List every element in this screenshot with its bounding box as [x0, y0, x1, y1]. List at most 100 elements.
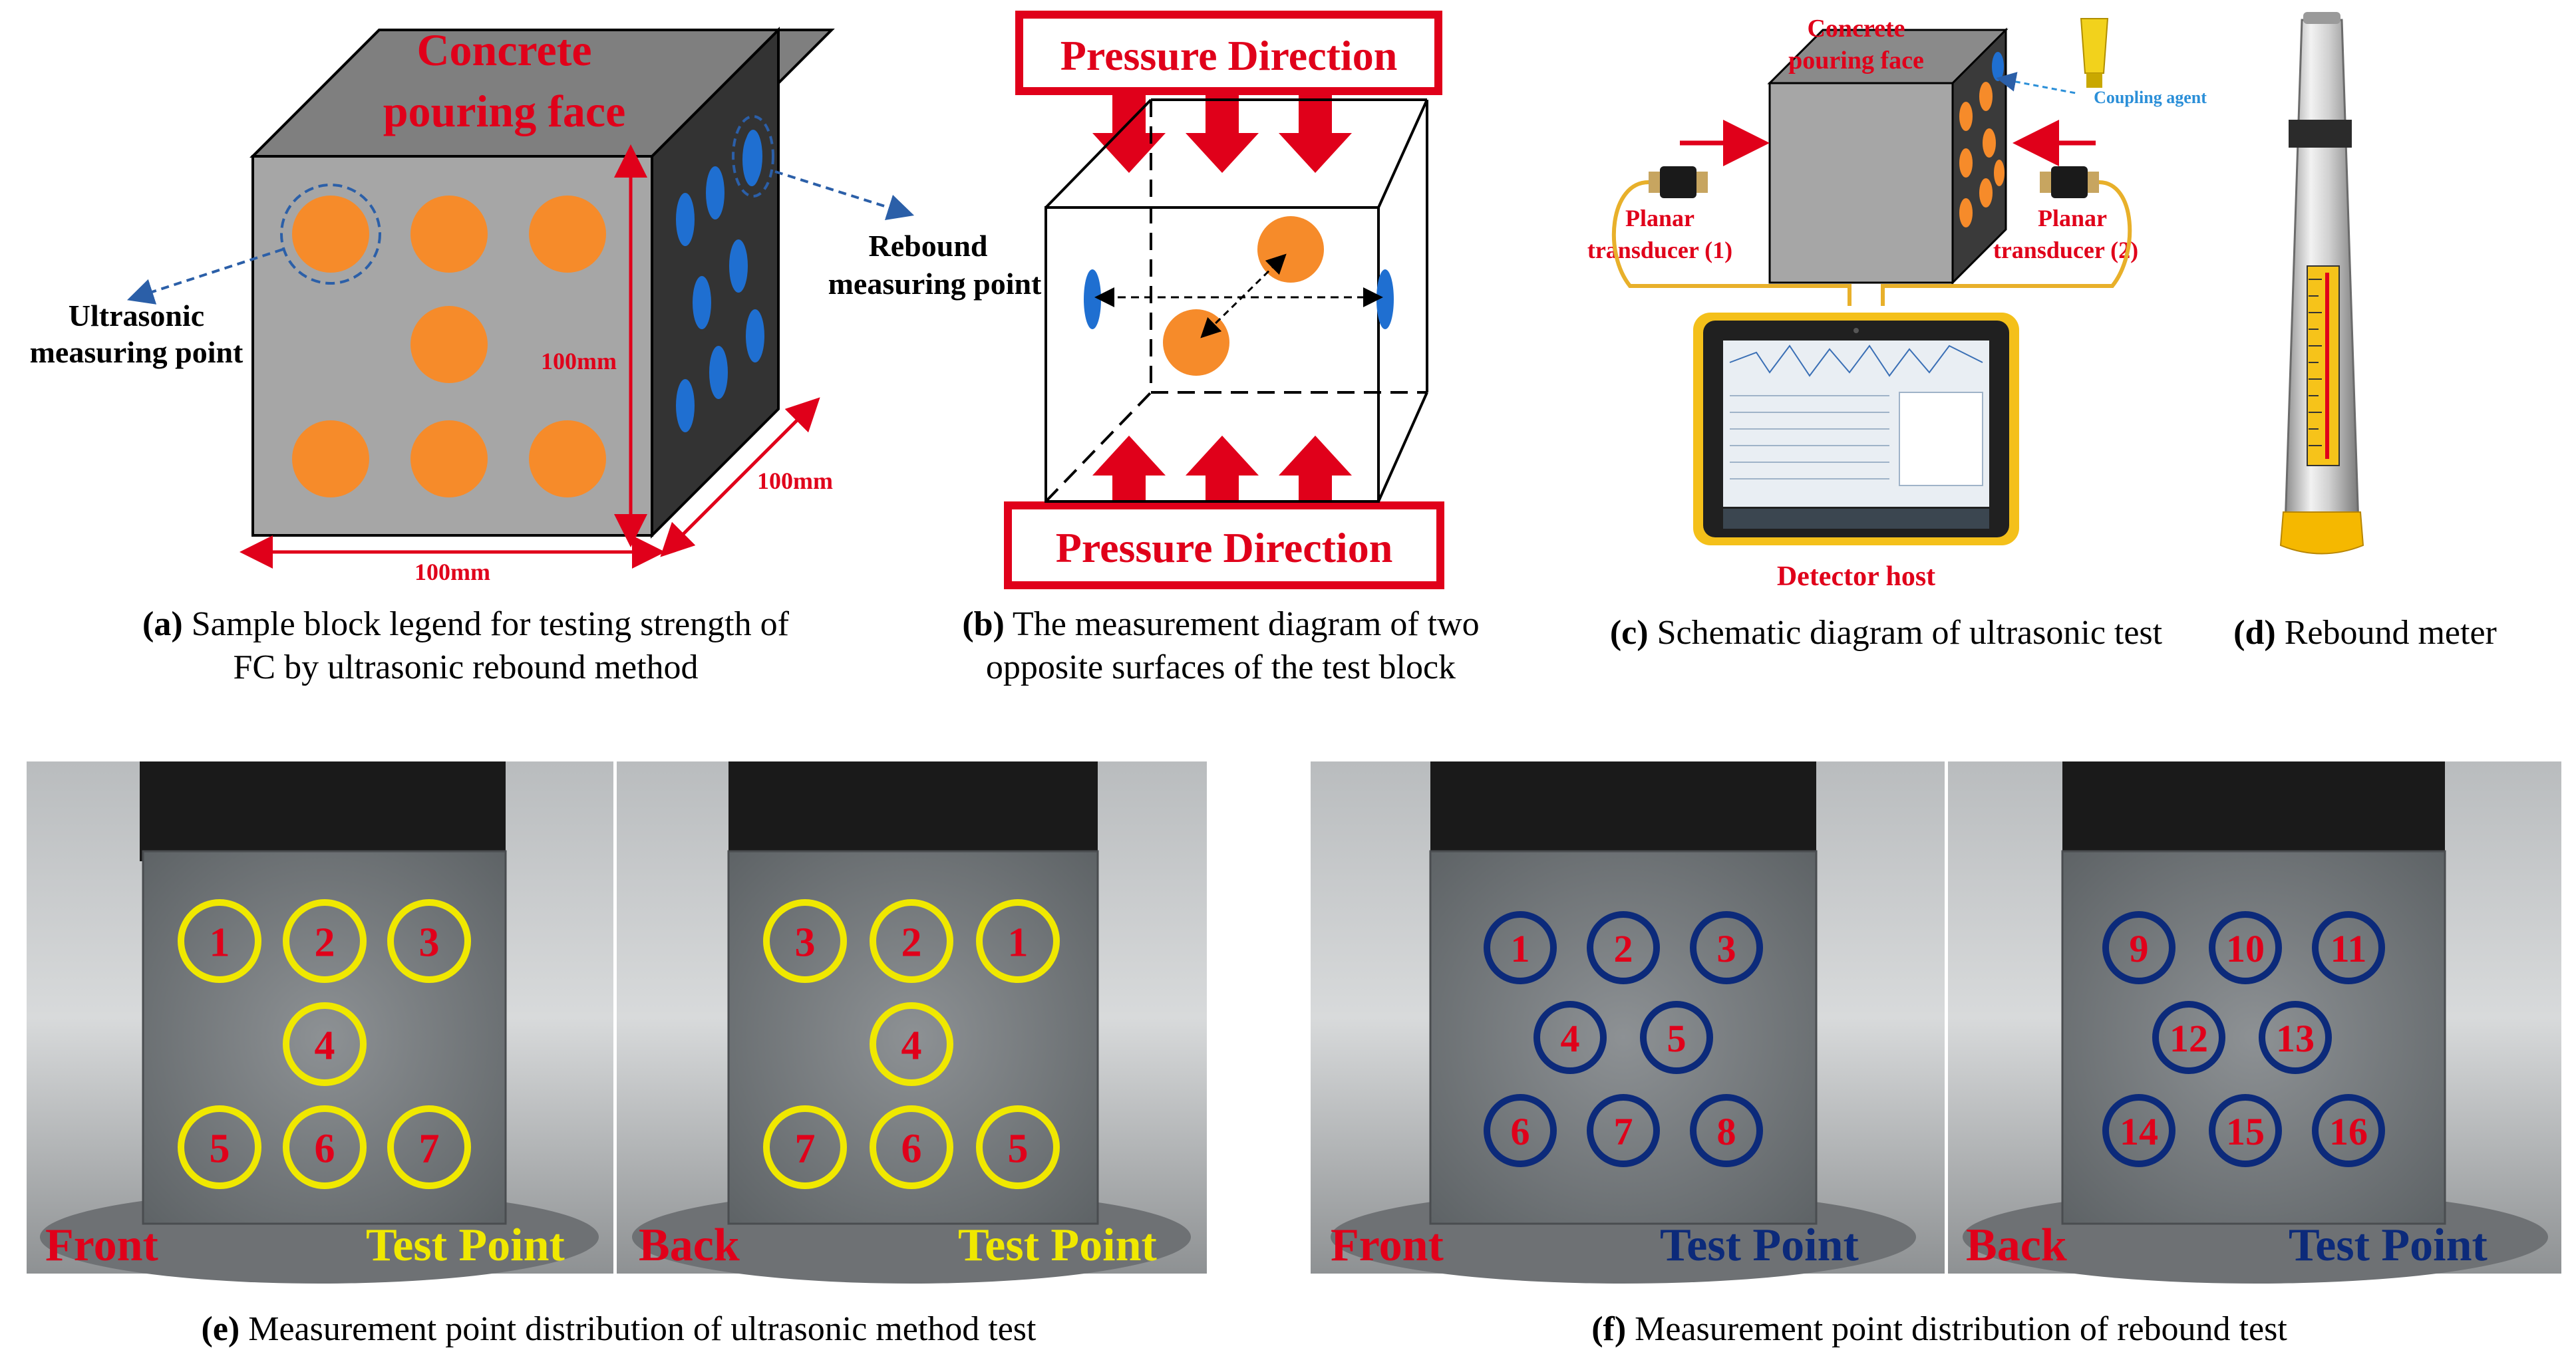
pressure-arrows-up — [1092, 436, 1352, 502]
e-back-test-point-label: Test Point — [958, 1220, 1157, 1271]
f-front-test-point-label: Test Point — [1660, 1220, 1859, 1271]
pouring-face-label-1: Concrete — [416, 25, 591, 75]
rebound-callout-arrow — [774, 170, 915, 221]
test-point-ring — [870, 1002, 953, 1086]
ultrasonic-label-1: Ultrasonic — [69, 299, 204, 333]
transducer-left-label-2: transducer (1) — [1587, 237, 1732, 263]
rebound-point-left — [1084, 269, 1101, 329]
test-point-number: 6 — [315, 1126, 335, 1171]
test-point-ring — [976, 1105, 1060, 1189]
test-point-number: 13 — [2276, 1017, 2315, 1060]
test-point-number: 3 — [1717, 927, 1736, 970]
pressure-top-box — [1015, 11, 1442, 95]
test-point-ring — [1640, 1001, 1713, 1074]
test-point-number: 11 — [2331, 927, 2367, 970]
photo-e-back — [617, 761, 1207, 1284]
test-point-ring — [870, 1105, 953, 1189]
test-point-number: 6 — [901, 1126, 922, 1171]
c-ultrasonic-points — [1959, 82, 2005, 227]
down-arrow — [1092, 93, 1166, 173]
test-point-ring — [763, 899, 847, 983]
photo-f-back — [1948, 761, 2561, 1284]
test-point-number: 6 — [1511, 1110, 1530, 1153]
rebound-point — [693, 276, 711, 329]
transducer-left-icon — [1649, 166, 1708, 198]
test-point-ring — [1533, 1001, 1607, 1074]
test-point-ring — [178, 899, 261, 983]
coupling-agent-label: Coupling agent — [2094, 88, 2207, 107]
rebound-point-highlight-ring — [732, 115, 774, 198]
test-point-number: 7 — [795, 1126, 816, 1171]
test-point-ring — [2102, 1094, 2175, 1167]
test-point-ring — [2312, 911, 2385, 984]
e-front-label: Front — [45, 1220, 158, 1271]
up-arrow — [1186, 436, 1259, 502]
test-point-number: 5 — [1008, 1126, 1029, 1171]
rebound-point — [676, 193, 695, 246]
transducer-right-label-2: transducer (2) — [1993, 237, 2138, 263]
up-arrow — [1092, 436, 1166, 502]
dimension-side-depth-label: 100mm — [757, 468, 833, 494]
pressure-bottom-box — [1004, 501, 1444, 589]
test-point-number: 16 — [2329, 1110, 2368, 1153]
dimension-bottom-width-label: 100mm — [414, 559, 490, 585]
test-point-ring — [763, 1105, 847, 1189]
test-point-ring — [283, 1105, 367, 1189]
ultrasonic-point — [292, 420, 369, 497]
test-point-ring — [387, 899, 471, 983]
e-front-test-point-label: Test Point — [366, 1220, 565, 1271]
caption-c: (c) Schematic diagram of ultrasonic test — [1610, 614, 2163, 652]
caption-a-line1: (a) Sample block legend for testing stre… — [142, 605, 790, 643]
rebound-point — [729, 239, 748, 293]
coupling-agent-tube-icon — [2080, 18, 2109, 74]
ultrasonic-point — [410, 196, 488, 273]
test-point-number: 2 — [315, 920, 335, 965]
test-point-number: 3 — [419, 920, 440, 965]
f-back-label: Back — [1966, 1220, 2067, 1271]
rebound-label-2: measuring point — [828, 267, 1042, 301]
test-point-number: 7 — [1614, 1110, 1633, 1153]
down-arrow — [1279, 93, 1352, 173]
test-point-ring — [2209, 911, 2282, 984]
caption-b-line2: opposite surfaces of the test block — [986, 648, 1456, 686]
test-point-number: 8 — [1717, 1110, 1736, 1153]
ultrasonic-path-arrow — [1200, 253, 1287, 339]
panel-a: Concrete pouring face Ultrasonic measuri… — [30, 25, 1042, 686]
rebound-label-1: Rebound — [869, 229, 988, 263]
rebound-point — [746, 309, 764, 362]
pressure-bottom-label: Pressure Direction — [1056, 524, 1393, 571]
detector-host-label: Detector host — [1777, 561, 1935, 592]
test-point-number: 5 — [210, 1126, 230, 1171]
ultrasonic-point-highlight-ring — [280, 184, 381, 285]
caption-a-line2: FC by ultrasonic rebound method — [233, 648, 698, 686]
test-point-number: 4 — [1561, 1017, 1580, 1060]
test-point-number: 4 — [901, 1023, 922, 1068]
test-point-number: 4 — [315, 1023, 335, 1068]
transducer-right-icon — [2040, 166, 2099, 198]
rebound-point — [709, 346, 728, 399]
test-point-number: 2 — [1614, 927, 1633, 970]
test-point-ring — [2259, 1001, 2332, 1074]
caption-d: (d) Rebound meter — [2233, 614, 2497, 652]
test-point-number: 7 — [419, 1126, 440, 1171]
c-rebound-point — [1992, 52, 2004, 81]
dimension-front-height-label: 100mm — [541, 348, 617, 374]
rebound-point-right — [1376, 269, 1394, 329]
photo-f-front — [1311, 761, 1945, 1284]
test-point-ring — [1587, 911, 1660, 984]
test-point-ring — [2152, 1001, 2225, 1074]
coupling-agent-callout — [1996, 72, 2076, 94]
test-point-ring — [387, 1105, 471, 1189]
test-point-ring — [1484, 911, 1557, 984]
test-point-number: 10 — [2226, 927, 2265, 970]
c-block-front — [1768, 82, 1954, 284]
test-point-number: 5 — [1667, 1017, 1687, 1060]
panel-c: Concrete pouring face Coupling agent Pla… — [1587, 15, 2207, 652]
test-point-ring — [2102, 911, 2175, 984]
test-point-ring — [1484, 1094, 1557, 1167]
test-point-number: 1 — [1511, 927, 1530, 970]
transducer-left-label-1: Planar — [1625, 205, 1694, 231]
